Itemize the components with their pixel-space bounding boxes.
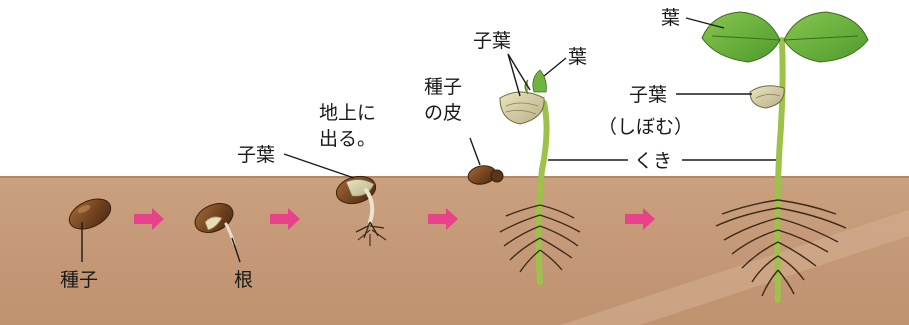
label-leaf-stage5: 葉 bbox=[661, 7, 680, 29]
label-seed: 種子 bbox=[60, 269, 98, 291]
label-stem: くき bbox=[634, 150, 672, 172]
label-cotyledon-stage4: 子葉 bbox=[473, 30, 511, 52]
label-cotyledon-stage3: 子葉 bbox=[237, 144, 275, 166]
label-cotyledon-stage5: 子葉 bbox=[629, 84, 667, 106]
label-leaf-stage4: 葉 bbox=[568, 46, 587, 68]
soil-surface-line bbox=[0, 176, 909, 178]
soil-band bbox=[0, 176, 909, 325]
label-seedcoat-line1: 種子 bbox=[424, 76, 462, 98]
label-emerge-line2: 出る。 bbox=[319, 128, 376, 150]
label-root: 根 bbox=[234, 269, 253, 291]
label-seedcoat-line2: の皮 bbox=[424, 102, 462, 124]
stage4-seed-coat bbox=[467, 138, 503, 186]
label-shrivel: （しぼむ） bbox=[598, 116, 693, 138]
label-emerge-line1: 地上に bbox=[319, 102, 376, 124]
